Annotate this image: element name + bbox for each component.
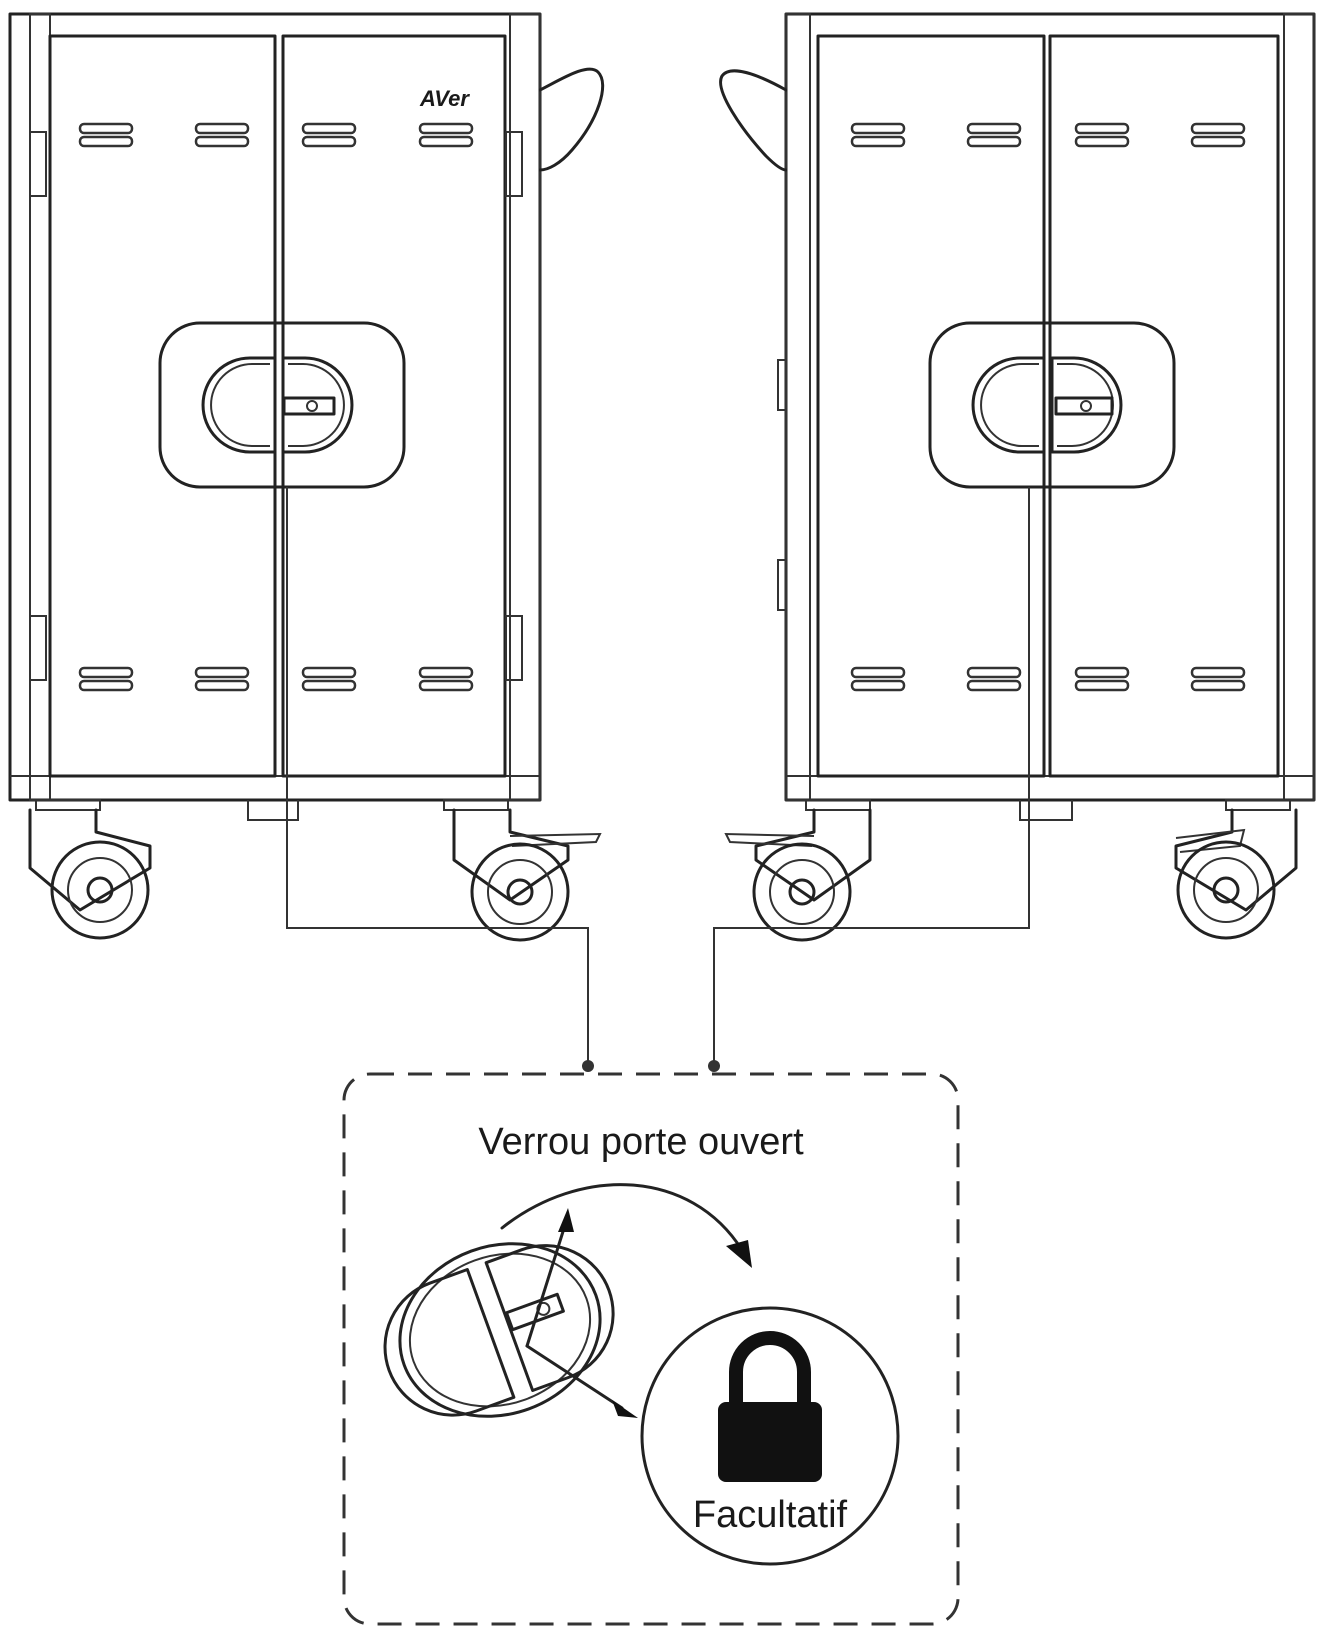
handle-left (201, 356, 277, 454)
hinge (29, 131, 47, 197)
leader-line-right (713, 487, 1030, 1066)
right-cart (719, 12, 1316, 942)
caster (724, 799, 872, 942)
callout-title: Verrou porte ouvert (478, 1121, 804, 1163)
caster (1174, 799, 1298, 940)
leader-dot (708, 1060, 720, 1072)
hinge (505, 615, 523, 681)
callout-dashed-border (342, 1072, 960, 1626)
brand-logo: AVer (419, 86, 470, 111)
right-cart-post-left (785, 13, 811, 801)
callout-box: Verrou porte ouvert Facultatif (342, 1072, 960, 1626)
leader-dot (582, 1060, 594, 1072)
hinge (505, 131, 523, 197)
padlock-label: Facultatif (693, 1494, 848, 1536)
vents (850, 122, 1246, 692)
left-cart: AVer (8, 12, 605, 942)
leader-line-left (286, 487, 589, 1066)
latch (1054, 396, 1114, 416)
handle-right (1050, 356, 1123, 454)
caster (28, 799, 152, 940)
handle-left (971, 356, 1046, 454)
handle-right (281, 356, 354, 454)
rotated-handle (383, 1242, 615, 1418)
hinge (29, 615, 47, 681)
leader-lines (286, 487, 1030, 1072)
left-cart-post-right (509, 13, 541, 801)
side-handle (719, 69, 788, 172)
lock-panel (928, 321, 1176, 489)
vents (78, 122, 474, 692)
caster (443, 799, 602, 942)
lock-panel (158, 321, 406, 489)
latch (282, 396, 336, 416)
padlock-circle (640, 1306, 900, 1566)
padlock-icon (718, 1331, 822, 1482)
curved-arrow-icon (500, 1183, 752, 1268)
right-cart-door-right (1048, 34, 1280, 778)
right-cart-post-right (1283, 13, 1315, 801)
side-handle (538, 67, 605, 172)
